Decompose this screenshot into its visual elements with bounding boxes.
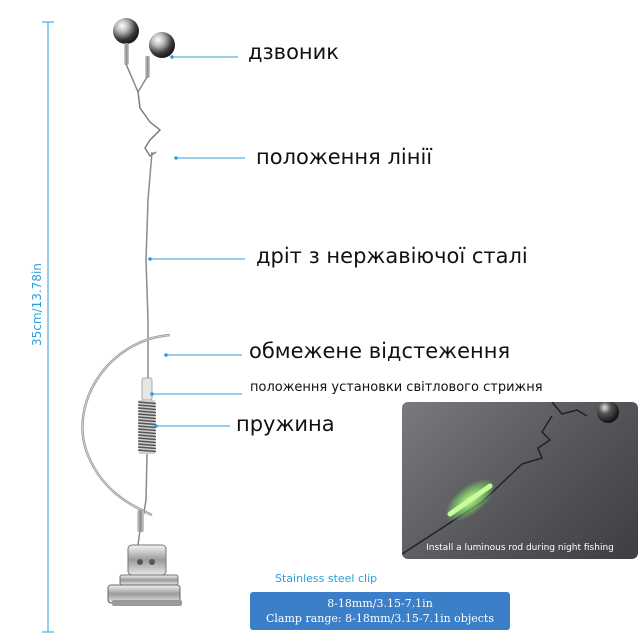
- inset-illustration: [402, 402, 619, 555]
- spring-coil-turn: [137, 443, 157, 447]
- night-fishing-inset: Install a luminous rod during night fish…: [402, 402, 638, 559]
- spring-coil-turn: [137, 413, 157, 417]
- clip-title: Stainless steel clip: [275, 572, 378, 585]
- label-limited-tracking: обмежене відстеження: [249, 339, 511, 363]
- spring-coil-turn: [137, 425, 157, 429]
- spring-coil-turn: [137, 446, 157, 450]
- spring-coil-turn: [137, 407, 157, 411]
- spring-coil-turn: [137, 422, 157, 426]
- clip-spec-box: 8-18mm/3.15-7.1in Clamp range: 8-18mm/3.…: [250, 592, 510, 630]
- leader-lines: [150, 56, 245, 427]
- spring-coil-turn: [137, 410, 157, 414]
- spring-coil-turn: [137, 404, 157, 408]
- dimension-line: [42, 21, 54, 633]
- glowstick-sleeve: [141, 377, 153, 401]
- dimension-label: 35cm/13.78in: [30, 263, 44, 346]
- bell-pair: [113, 18, 175, 157]
- spring-coil: [137, 400, 157, 454]
- label-stainless-wire: дріт з нержавіючої сталі: [256, 244, 528, 268]
- spring-coil-turn: [137, 428, 157, 432]
- label-bell: дзвоник: [248, 40, 339, 64]
- label-spring: пружина: [236, 412, 335, 436]
- spring-coil-turn: [137, 437, 157, 441]
- steel-clip: [107, 544, 182, 606]
- spring-coil-turn: [137, 449, 157, 453]
- clip-spec-line-2: Clamp range: 8-18mm/3.15-7.1in objects: [265, 612, 494, 625]
- label-glowstick-position: положення установки світлового стрижня: [250, 380, 543, 395]
- spring-coil-turn: [137, 401, 157, 405]
- stainless-wire: [145, 151, 153, 378]
- clip-spec-line-1: 8-18mm/3.15-7.1in: [327, 597, 433, 610]
- spring-coil-turn: [137, 440, 157, 444]
- spring-coil-turn: [137, 431, 157, 435]
- spring-coil-turn: [137, 434, 157, 438]
- spring-coil-turn: [137, 419, 157, 423]
- spring-coil-turn: [137, 416, 157, 420]
- inset-caption: Install a luminous rod during night fish…: [426, 543, 614, 553]
- label-line-position: положення лінії: [256, 145, 433, 169]
